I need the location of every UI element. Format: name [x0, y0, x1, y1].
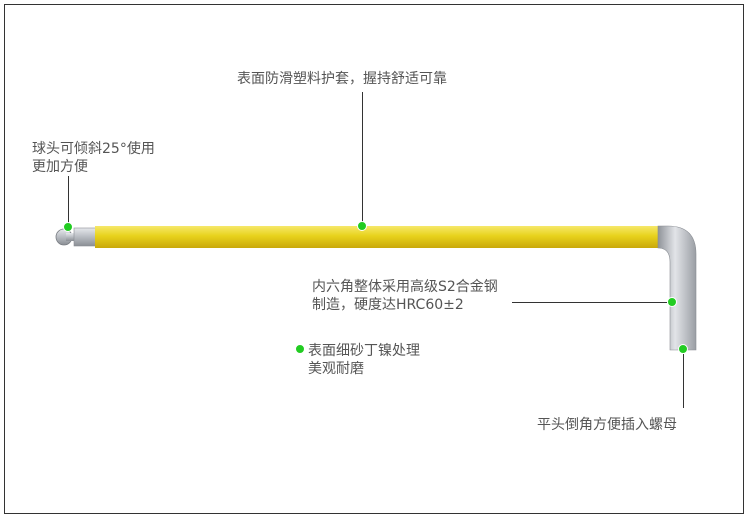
- surface-callout: 表面细砂丁镍处理 美观耐磨: [308, 342, 420, 378]
- yellow-sleeve: [95, 226, 660, 248]
- material-callout: 内六角整体采用高级S2合金钢 制造，硬度达HRC60±2: [312, 278, 498, 314]
- ball-head-leader-line: [68, 176, 69, 224]
- flat-end-leader-line: [683, 354, 684, 408]
- surface-marker-dot: [295, 344, 305, 354]
- ball-head-line-1: 球头可倾斜25°使用: [32, 141, 155, 157]
- coating-callout: 表面防滑塑料护套，握持舒适可靠: [237, 70, 447, 88]
- flat-end-text: 平头倒角方便插入螺母: [537, 417, 677, 433]
- image-frame: [4, 4, 744, 514]
- ball-head: [55, 227, 97, 247]
- steel-leg: [657, 225, 697, 351]
- surface-line-2: 美观耐磨: [308, 361, 364, 377]
- flat-end-marker-dot: [678, 344, 688, 354]
- material-marker-dot: [667, 297, 677, 307]
- ball-head-marker-dot: [63, 222, 73, 232]
- coating-text: 表面防滑塑料护套，握持舒适可靠: [237, 71, 447, 87]
- ball-head-line-2: 更加方便: [32, 159, 88, 175]
- material-leader-line: [512, 302, 667, 303]
- coating-marker-dot: [357, 221, 367, 231]
- material-line-1: 内六角整体采用高级S2合金钢: [312, 279, 498, 295]
- ball-head-callout: 球头可倾斜25°使用 更加方便: [32, 140, 155, 176]
- flat-end-callout: 平头倒角方便插入螺母: [537, 416, 677, 434]
- surface-line-1: 表面细砂丁镍处理: [308, 343, 420, 359]
- material-line-2: 制造，硬度达HRC60±2: [312, 297, 464, 313]
- coating-leader-line: [362, 92, 363, 226]
